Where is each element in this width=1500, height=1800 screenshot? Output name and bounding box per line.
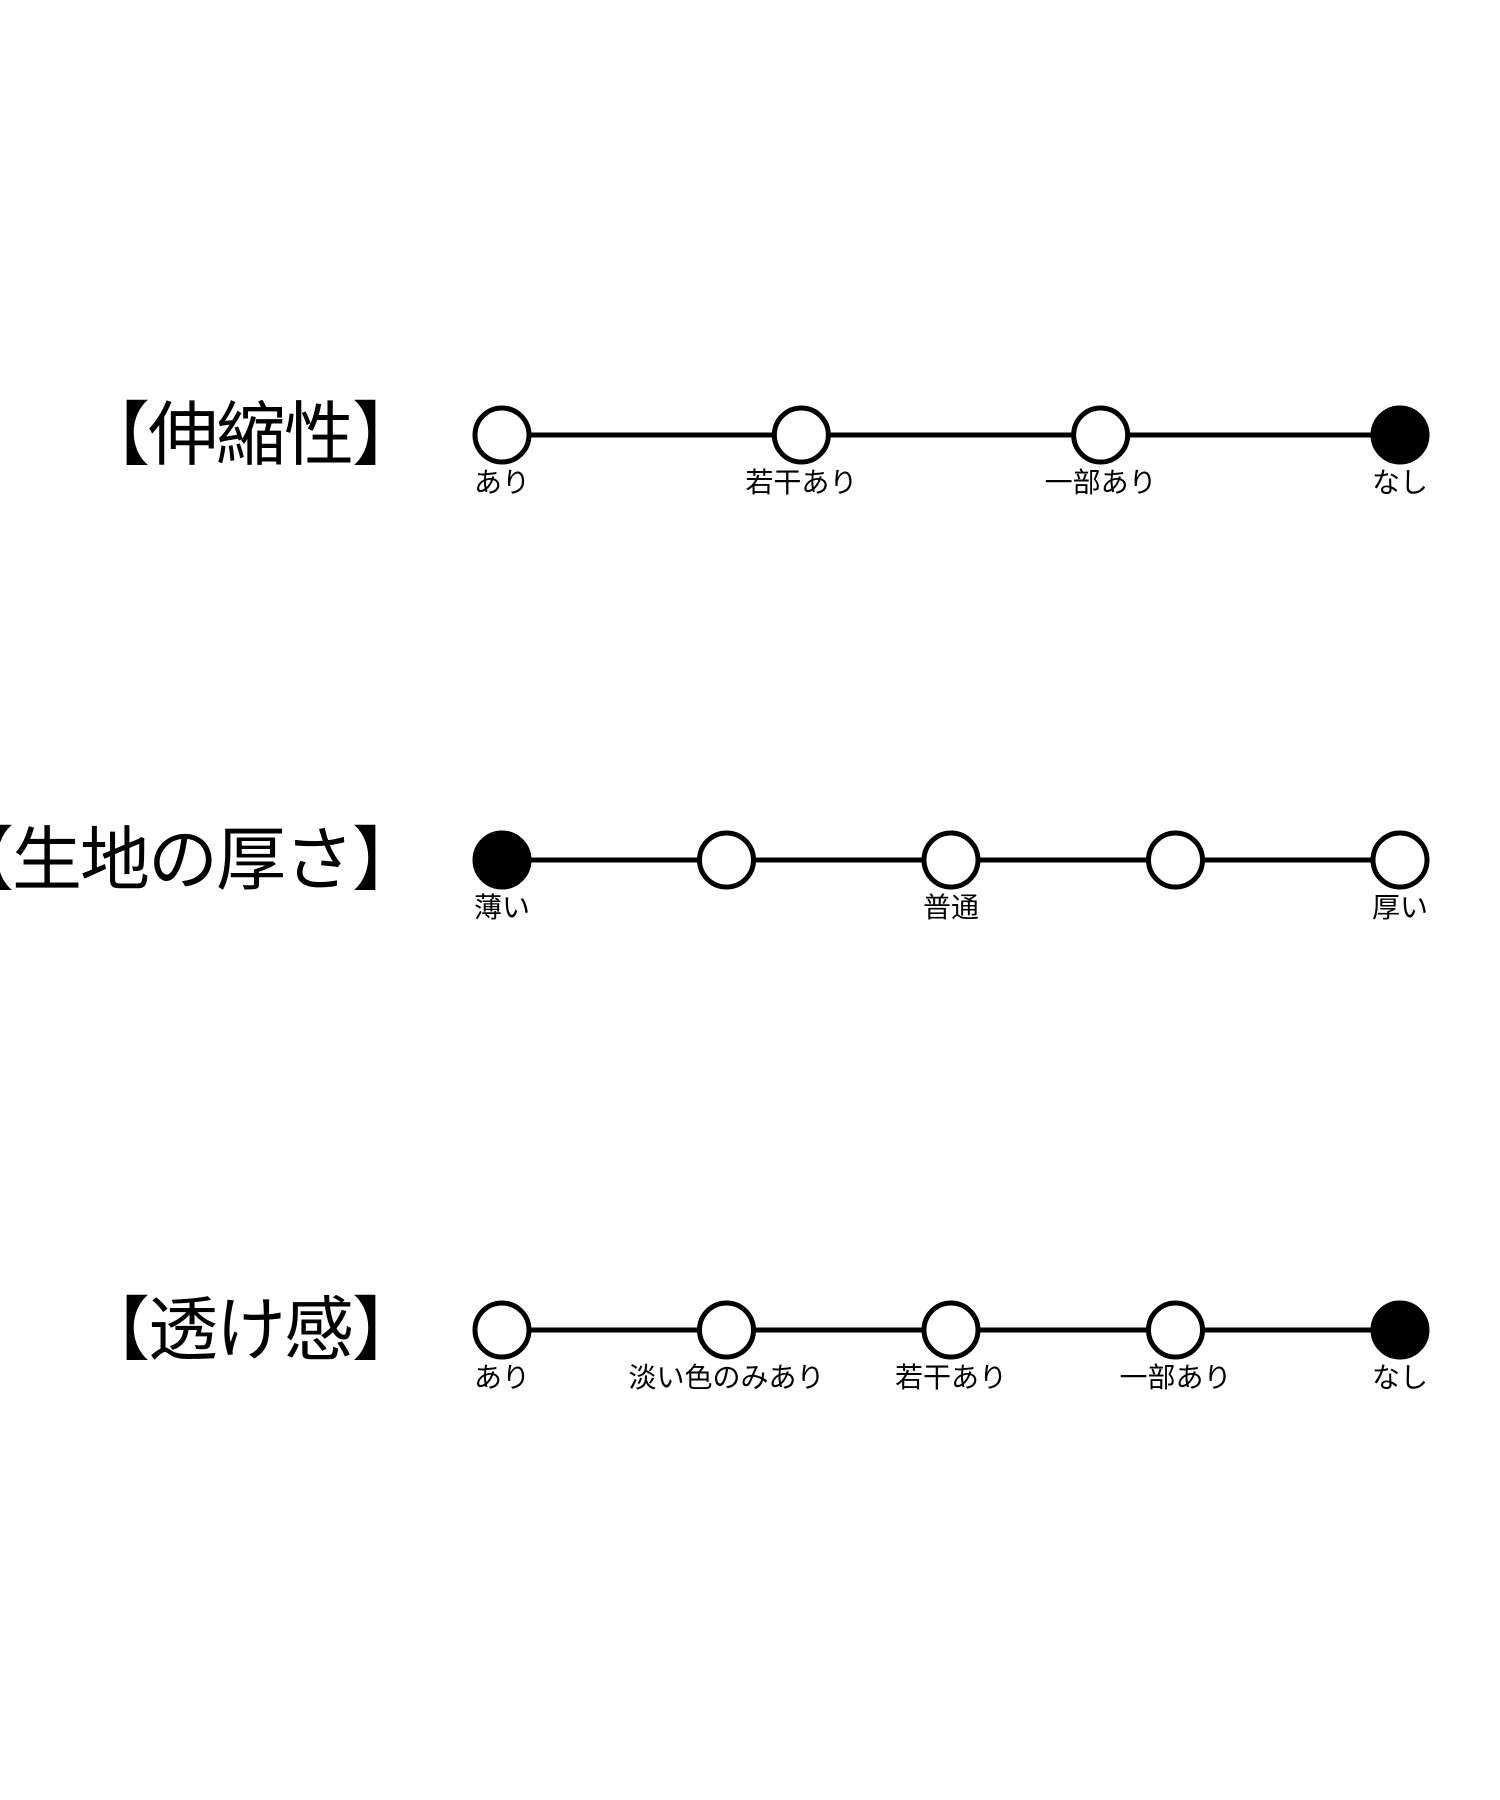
option-label: 厚い bbox=[1371, 891, 1429, 924]
option-dot bbox=[697, 830, 756, 890]
scale-title: 【生地の厚さ】 bbox=[0, 819, 422, 901]
scale-track bbox=[472, 405, 1430, 465]
option-label: なし bbox=[1371, 1361, 1429, 1394]
option-dot bbox=[1146, 1300, 1205, 1360]
scale-title: 【透け感】 bbox=[80, 1289, 422, 1371]
option-dot bbox=[1370, 830, 1430, 890]
scale-stretch: 【伸縮性】 あり 若干あり 一部あり なし bbox=[0, 395, 1500, 555]
option-label: なし bbox=[1371, 466, 1429, 499]
option-label: 若干あり bbox=[745, 466, 858, 499]
option-label: 若干あり bbox=[894, 1361, 1008, 1394]
option-dot bbox=[1071, 405, 1131, 465]
option-label: 淡い色のみあり bbox=[628, 1361, 825, 1394]
option-label: 一部あり bbox=[1044, 466, 1157, 499]
selected-dot bbox=[472, 830, 532, 890]
scale-sheerness: 【透け感】 あり 淡い色のみあり 若干あり 一部あり なし bbox=[0, 1290, 1500, 1450]
option-label: 普通 bbox=[922, 891, 980, 924]
option-label: あり bbox=[473, 1361, 531, 1394]
option-dot bbox=[1146, 830, 1205, 890]
selected-dot bbox=[1370, 405, 1430, 465]
option-dot bbox=[921, 830, 981, 890]
scale-track bbox=[472, 830, 1430, 890]
option-label: 薄い bbox=[473, 891, 531, 924]
scale-track bbox=[472, 1300, 1430, 1360]
option-dot bbox=[472, 1300, 532, 1360]
option-label: 一部あり bbox=[1119, 1361, 1232, 1394]
scale-title: 【伸縮性】 bbox=[80, 394, 422, 476]
option-dot bbox=[697, 1300, 756, 1360]
option-label: あり bbox=[473, 466, 531, 499]
selected-dot bbox=[1370, 1300, 1430, 1360]
scale-thickness: 【生地の厚さ】 薄い 普通 厚い bbox=[0, 820, 1500, 980]
option-dot bbox=[771, 405, 831, 465]
option-dot bbox=[921, 1300, 981, 1360]
option-dot bbox=[472, 405, 532, 465]
